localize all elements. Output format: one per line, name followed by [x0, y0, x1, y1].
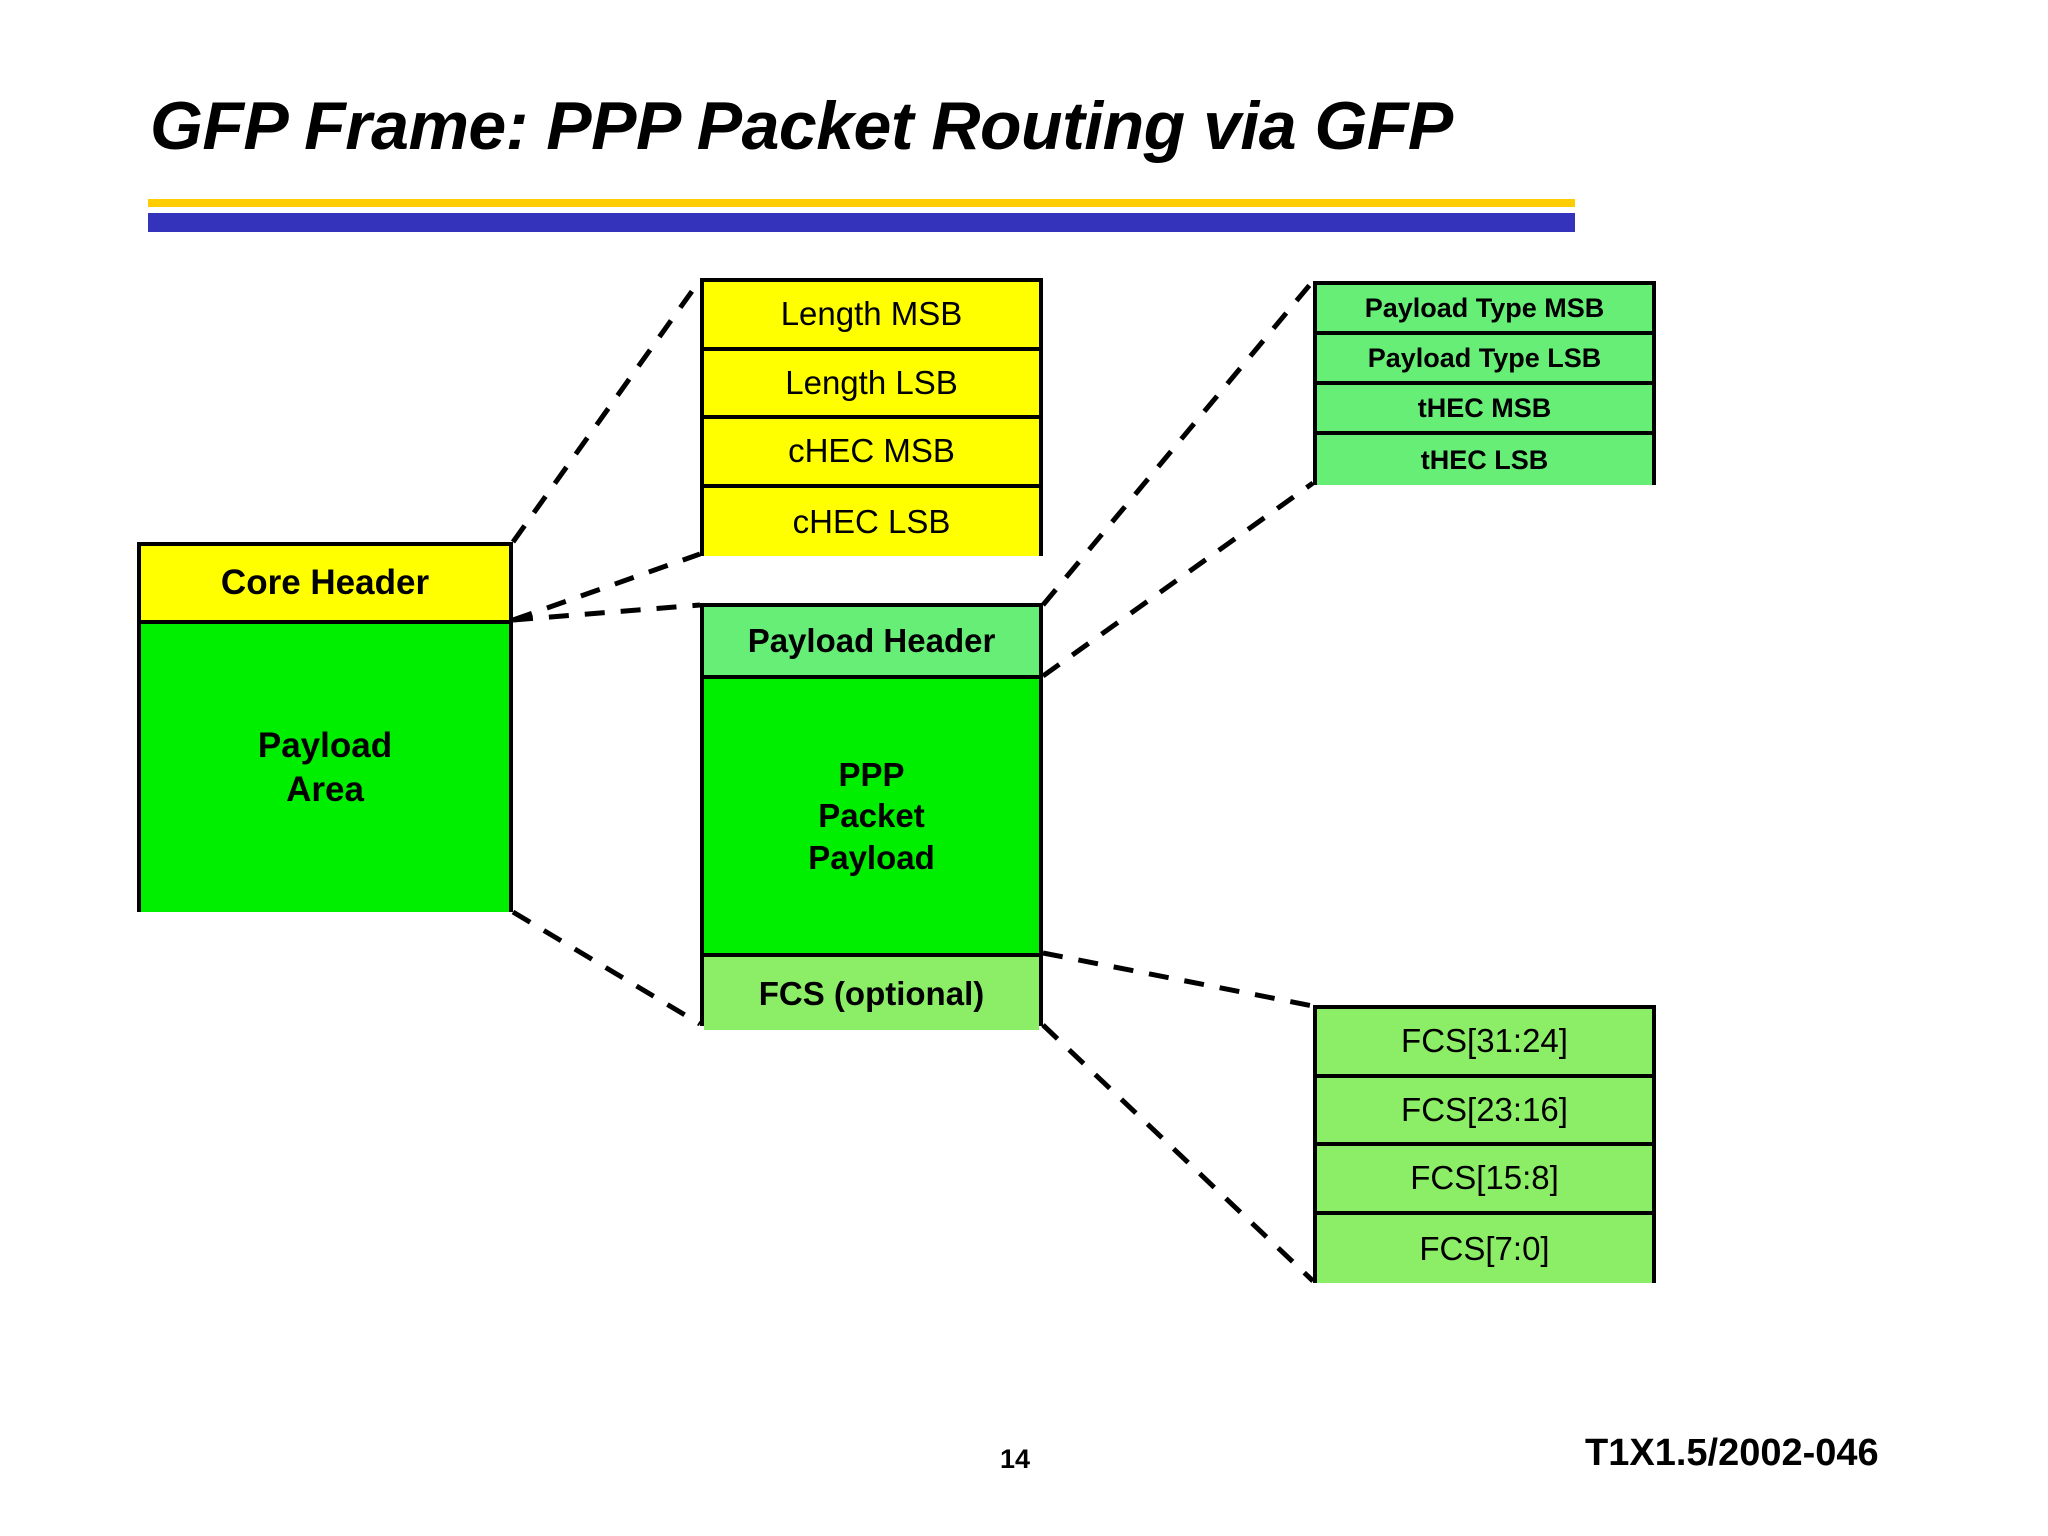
core-header-byte-row: Length LSB [704, 350, 1039, 419]
payload-header-detail-stack: Payload Type MSB Payload Type LSB tHEC M… [1313, 281, 1656, 485]
fcs-detail-stack: FCS[31:24] FCS[23:16] FCS[15:8] FCS[7:0] [1313, 1005, 1656, 1283]
core-header-detail-stack: Length MSB Length LSB cHEC MSB cHEC LSB [700, 278, 1043, 556]
connector-fcs-top [1042, 950, 1314, 1009]
fcs-byte-row: FCS[15:8] [1317, 1146, 1652, 1215]
payload-header-byte-row: tHEC LSB [1317, 435, 1652, 485]
payload-area-cell: Payload Area [141, 624, 509, 912]
connector-core-header-bottom [512, 551, 701, 623]
page-title: GFP Frame: PPP Packet Routing via GFP [150, 88, 1453, 164]
ppp-packet-payload-cell: PPP Packet Payload [704, 679, 1039, 957]
core-header-byte-row: cHEC LSB [704, 487, 1039, 556]
document-reference: T1X1.5/2002-046 [1585, 1432, 1879, 1474]
page-number: 14 [1000, 1444, 1031, 1474]
ppp-payload-line-2: Packet [818, 797, 925, 835]
fcs-byte-row: FCS[23:16] [1317, 1077, 1652, 1146]
connector-payload-header-bottom [1041, 480, 1315, 679]
core-header-cell: Core Header [141, 546, 509, 624]
payload-area-line-2: Area [286, 770, 364, 809]
connector-payload-area-top [512, 602, 701, 623]
connector-fcs-bottom [1041, 1023, 1315, 1283]
payload-area-detail-stack: Payload Header PPP Packet Payload FCS (o… [700, 603, 1043, 1030]
connector-payload-area-bottom [511, 909, 702, 1027]
payload-area-line-1: Payload [257, 726, 393, 766]
payload-header-byte-row: Payload Type LSB [1317, 335, 1652, 385]
core-header-byte-row: Length MSB [704, 282, 1039, 351]
fcs-optional-cell: FCS (optional) [704, 957, 1039, 1030]
ppp-payload-line-1: PPP [838, 756, 905, 794]
fcs-byte-row: FCS[31:24] [1317, 1009, 1652, 1078]
payload-header-byte-row: Payload Type MSB [1317, 285, 1652, 335]
payload-header-cell: Payload Header [704, 607, 1039, 679]
gfp-frame-box: Core Header Payload Area [137, 542, 513, 912]
title-rule-yellow [148, 199, 1575, 207]
connector-payload-header-top [1041, 279, 1315, 607]
payload-header-byte-row: tHEC MSB [1317, 385, 1652, 435]
ppp-payload-line-3: Payload [808, 838, 935, 876]
connector-core-header-top [510, 278, 703, 544]
core-header-byte-row: cHEC MSB [704, 419, 1039, 488]
fcs-byte-row: FCS[7:0] [1317, 1214, 1652, 1283]
title-rule-blue [148, 213, 1575, 232]
